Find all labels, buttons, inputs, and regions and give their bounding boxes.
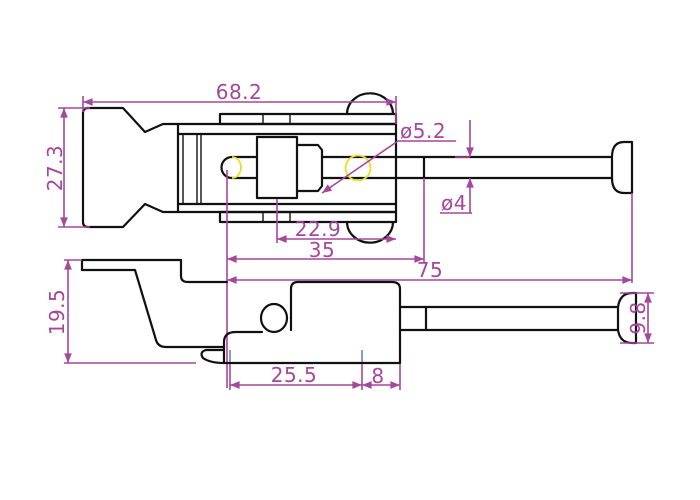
top-dimensions: 68.2 27.3 ø5.2 ø4 22.9 35 75 [43,80,633,388]
dim-68-2: 68.2 [216,80,263,104]
top-plate [218,112,398,126]
rod-head [610,140,634,195]
pin-highlight-right [344,154,372,182]
tab [200,348,226,365]
center-block [255,135,299,200]
dim-75: 75 [417,258,443,282]
dim-25-5: 25.5 [271,363,318,387]
pin-highlight-left [231,156,242,179]
pin-left [220,155,259,180]
dim-9-8: 9.8 [626,301,650,334]
bottom-plate [218,210,398,224]
dim-5-2: ø5.2 [400,119,446,143]
side-view [80,258,638,365]
top-wheel [345,92,395,116]
dim-8: 8 [371,364,384,388]
dim-27-3: 27.3 [43,145,67,192]
dim-22-9: 22.9 [295,217,342,241]
hook-outline [80,258,229,349]
handle-outline [81,106,180,229]
dim-35: 35 [309,238,335,262]
body-outline [222,280,402,365]
dim-19-5: 19.5 [45,289,69,336]
knob [259,302,289,334]
dim-4: ø4 [441,191,467,215]
side-dimensions: 19.5 25.5 8 9.8 [45,259,654,390]
dim-leader-5-2 [321,140,456,194]
hex-nut [295,143,324,193]
